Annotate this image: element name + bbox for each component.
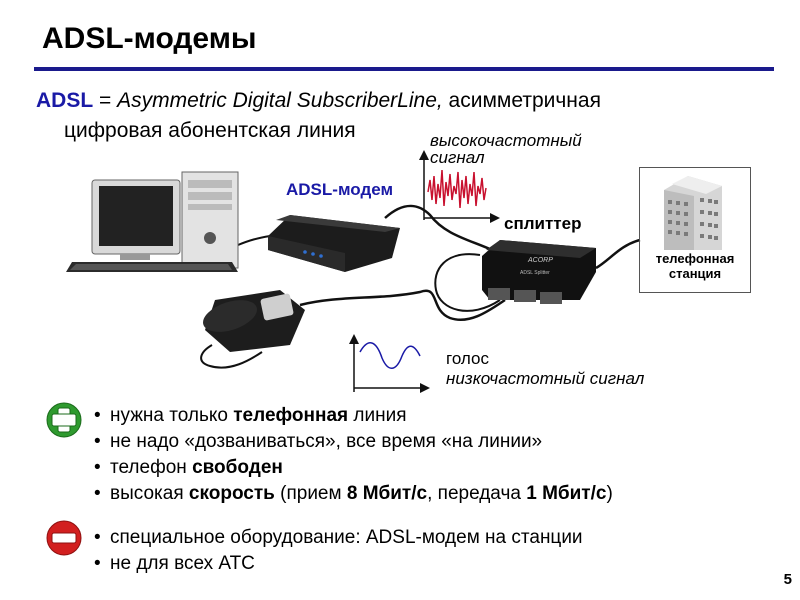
- splitter-label: сплиттер: [504, 214, 582, 233]
- definition-equals: =: [93, 89, 118, 112]
- low-freq-signal-graph: [349, 334, 430, 393]
- cons-list: специальное оборудование: ADSL-модем на …: [94, 525, 583, 577]
- pros-item: телефон свободен: [94, 455, 613, 481]
- cable-splitter-modem-loop: [434, 253, 501, 312]
- cons-item: не для всех АТС: [94, 551, 583, 577]
- plus-icon: [46, 402, 82, 438]
- page-number: 5: [783, 571, 792, 588]
- pros-item-text: , передача: [427, 483, 527, 504]
- title-rule: [34, 67, 774, 71]
- modem-label: ADSL-модем: [286, 180, 394, 199]
- phone-icon: [200, 290, 305, 369]
- cable-splitter-station: [595, 238, 641, 270]
- low-freq-wave: [359, 342, 421, 369]
- pros-item-bold: телефонная: [233, 405, 349, 426]
- high-freq-wave: [427, 169, 487, 209]
- splitter-model-text: ADSL Splitter: [520, 270, 550, 276]
- cons-item-text: специальное оборудование: ADSL-модем на …: [110, 527, 583, 548]
- pros-item-bold: свободен: [192, 457, 283, 478]
- station-label-line2: станция: [668, 266, 722, 281]
- building-icon: [664, 176, 722, 250]
- splitter-brand-text: ACORP: [527, 257, 553, 264]
- definition-term: ADSL: [36, 89, 94, 112]
- cons-item-text: не для всех АТС: [110, 553, 255, 574]
- definition-line1-rest: асимметричная: [442, 89, 601, 112]
- minus-icon: [46, 520, 82, 556]
- pros-item-text: линия: [348, 405, 407, 426]
- cable-phone-splitter: [299, 289, 506, 321]
- slide-title: ADSL-модемы: [42, 22, 257, 55]
- high-freq-label-line2: сигнал: [430, 148, 485, 167]
- pros-item-bold: скорость: [188, 483, 275, 504]
- high-freq-label: высокочастотный сигнал: [430, 132, 582, 166]
- pros-item-text: нужна только: [110, 405, 234, 426]
- pros-item-text: ): [606, 483, 613, 504]
- cons-item: специальное оборудование: ADSL-модем на …: [94, 525, 583, 551]
- computer-icon: [66, 171, 239, 272]
- station-frame: [639, 167, 751, 293]
- low-freq-label: низкочастотный сигнал: [446, 369, 645, 388]
- high-freq-signal-graph: [419, 150, 500, 223]
- pros-item: высокая скорость (прием 8 Мбит/с, переда…: [94, 481, 613, 507]
- high-freq-label-line1: высокочастотный: [430, 131, 582, 150]
- modem-icon: [268, 215, 400, 272]
- cable-computer-modem: [237, 235, 271, 246]
- pros-item-text: не надо «дозваниваться», все время «на л…: [110, 431, 543, 452]
- pros-item-text: (прием: [274, 483, 347, 504]
- definition-expansion: Asymmetric Digital SubscriberLine,: [117, 89, 443, 112]
- pros-item-text: высокая: [110, 483, 189, 504]
- definition-line2: цифровая абонентская линия: [64, 119, 356, 142]
- pros-item-text: телефон: [110, 457, 193, 478]
- pros-item-bold: 8 Мбит/с: [346, 483, 428, 504]
- station-label-line1: телефонная: [655, 251, 735, 266]
- cable-modem-splitter: [384, 204, 493, 252]
- voice-label: голос: [446, 349, 489, 368]
- splitter-icon: ACORP ADSL Splitter: [482, 240, 596, 304]
- pros-item: не надо «дозваниваться», все время «на л…: [94, 429, 613, 455]
- pros-item-bold: 1 Мбит/с: [526, 483, 607, 504]
- pros-list: нужна только телефонная линия не надо «д…: [94, 403, 613, 507]
- station-label: телефонная станция: [639, 251, 751, 281]
- pros-item: нужна только телефонная линия: [94, 403, 613, 429]
- adsl-definition: ADSL = Asymmetric Digital SubscriberLine…: [36, 86, 716, 146]
